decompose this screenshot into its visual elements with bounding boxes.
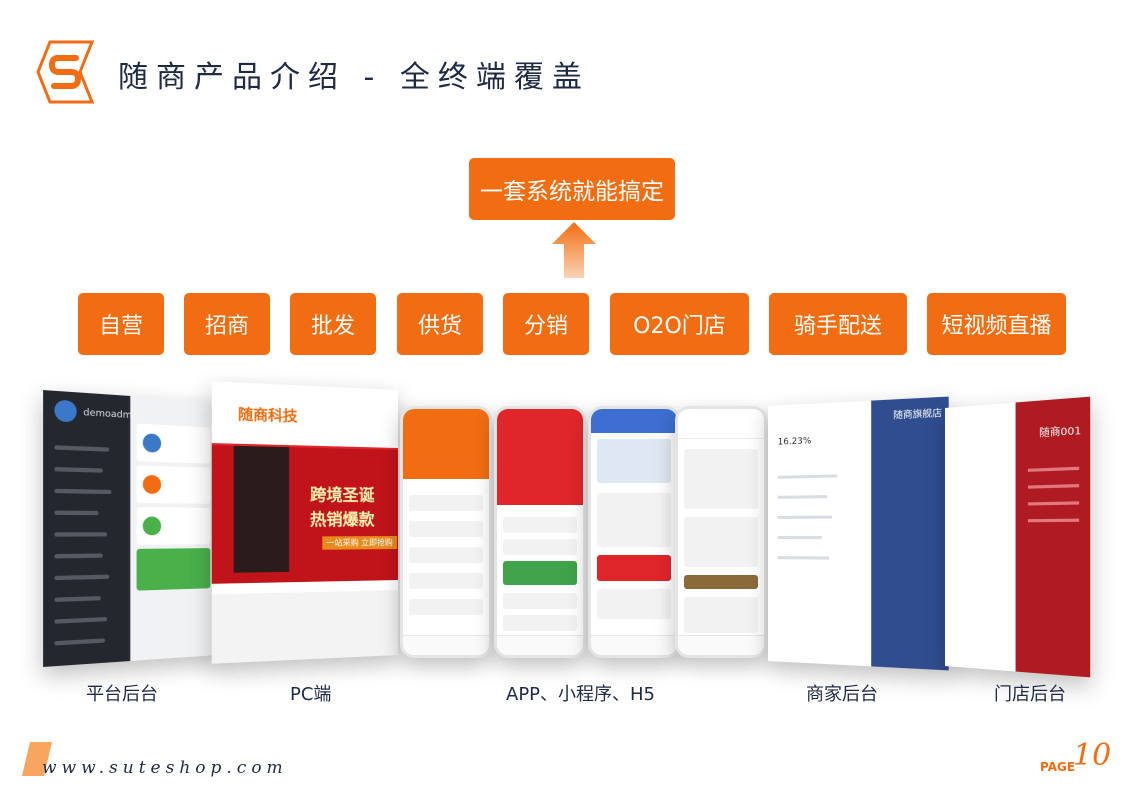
pc-brand: 随商科技	[238, 404, 297, 427]
caption-store-admin: 门店后台	[994, 680, 1066, 706]
feature-self-operated: 自营	[78, 293, 164, 355]
feature-wholesale: 批发	[290, 293, 376, 355]
store-admin-screen: 随商001	[945, 397, 1090, 678]
phone-screen-h5	[588, 406, 680, 658]
pc-banner-title-1: 跨境圣诞	[310, 481, 375, 506]
caption-app-miniprogram-h5: APP、小程序、H5	[506, 680, 655, 706]
phone-screen-app	[400, 406, 492, 658]
page-label: PAGE	[1040, 760, 1075, 774]
store-name: 随商001	[1039, 421, 1081, 440]
feature-distribution: 分销	[503, 293, 589, 355]
store-sidebar: 随商001	[1016, 397, 1091, 678]
up-arrow-icon	[552, 222, 596, 278]
website-url: www.suteshop.com	[42, 758, 288, 778]
caption-platform-admin: 平台后台	[86, 680, 158, 706]
pc-banner-cta: 一站采购 立即抢购	[322, 536, 396, 550]
admin-dashboard	[130, 396, 218, 661]
page-title: 随商产品介绍 - 全终端覆盖	[118, 52, 590, 96]
phone-screen-orders	[675, 406, 767, 658]
phone-screen-miniprogram	[494, 406, 586, 658]
pc-category-menu	[234, 446, 289, 573]
merchant-store-name: 随商旗舰店	[893, 405, 942, 421]
slogan-box: 一套系统就能搞定	[469, 158, 675, 220]
brand-logo-icon	[34, 40, 96, 104]
feature-rider-delivery: 骑手配送	[769, 293, 907, 355]
pc-banner-title-2: 热销爆款	[310, 505, 375, 530]
merchant-admin-screen: 16.23% 随商旗舰店	[768, 397, 949, 671]
feature-merchant-recruit: 招商	[184, 293, 270, 355]
admin-sidebar: demoadmin	[43, 390, 128, 667]
pc-screen: 随商科技 跨境圣诞 热销爆款 一站采购 立即抢购	[212, 381, 398, 664]
feature-video-live: 短视频直播	[927, 293, 1066, 355]
avatar	[54, 400, 76, 423]
merchant-sidebar: 随商旗舰店	[871, 397, 948, 671]
page-number: 10	[1073, 738, 1111, 773]
feature-o2o-store: O2O门店	[610, 293, 749, 355]
feature-supply: 供货	[397, 293, 483, 355]
platform-admin-screen: demoadmin	[43, 390, 218, 667]
caption-merchant-admin: 商家后台	[806, 680, 878, 706]
merchant-stat: 16.23%	[778, 436, 812, 447]
caption-pc: PC端	[290, 680, 331, 706]
